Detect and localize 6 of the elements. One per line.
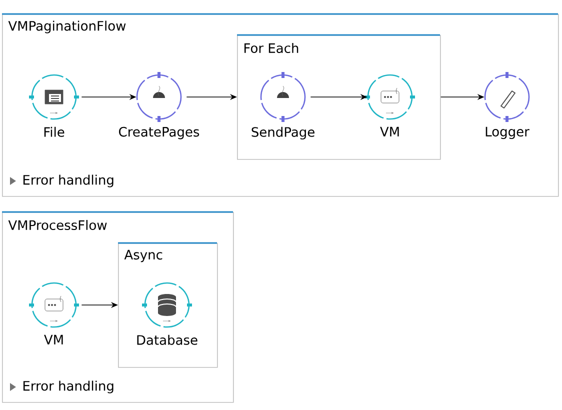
panel-title: VMPaginationFlow bbox=[8, 20, 126, 34]
collapsed-section: Error handling bbox=[23, 380, 114, 394]
collapsed-section: Error handling bbox=[23, 174, 114, 188]
panel-title: VMProcessFlow bbox=[8, 220, 107, 230]
panel-title: Async bbox=[124, 250, 162, 262]
panel-title: For Each bbox=[244, 42, 298, 54]
